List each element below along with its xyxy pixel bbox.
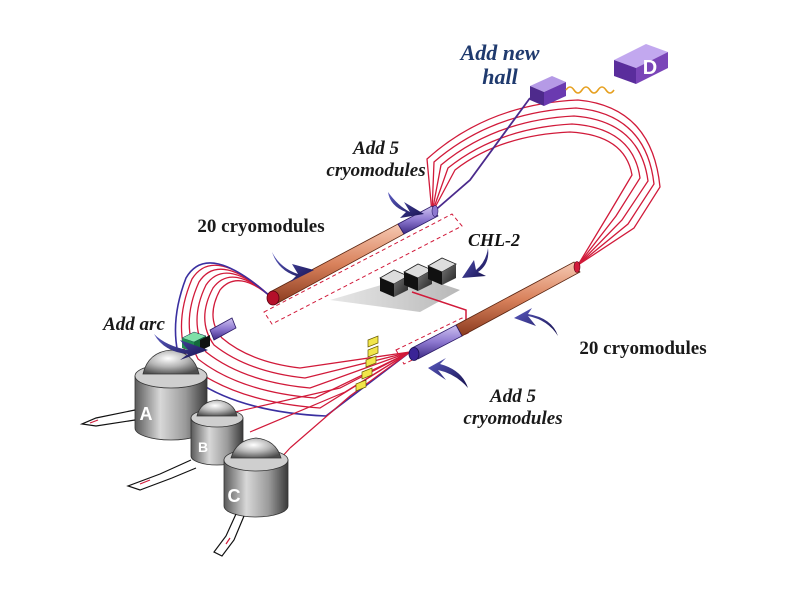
hall-d-tagger — [530, 76, 566, 106]
arrow-add5-bottom — [428, 358, 468, 388]
hall-b-label: B — [198, 439, 208, 455]
west-recirculation-arcs — [180, 264, 411, 409]
south-linac-upgrade-region — [395, 317, 471, 365]
hall-b-dump — [126, 459, 197, 491]
label-add5-top-line2: cryomodules — [326, 160, 425, 181]
label-chl2: CHL-2 — [468, 230, 520, 250]
hall-c: C — [213, 437, 289, 557]
arrow-cryo20-left — [272, 252, 314, 282]
hall-d-label: D — [643, 57, 657, 79]
hall-c-dump — [213, 513, 245, 557]
label-add-new-hall-line1: Add new — [459, 40, 540, 65]
hall-a-label: A — [140, 404, 153, 424]
injector-tube — [209, 317, 237, 341]
north-linac-upgrade-region — [263, 213, 463, 325]
south-linac-cap — [573, 261, 581, 273]
north-linac-end — [266, 290, 280, 306]
label-add5-bottom-line1: Add 5 — [489, 386, 536, 407]
chl2-building — [379, 257, 467, 328]
hall-b: B — [126, 399, 244, 491]
new-arc-beamline — [174, 262, 411, 417]
hall-d-beamline — [431, 97, 531, 214]
arrow-add-arc — [154, 334, 208, 360]
north-linac — [266, 205, 439, 306]
chl2-box-3 — [427, 257, 457, 285]
label-add5-bottom-line2: cryomodules — [463, 408, 562, 429]
hall-d-building: D — [614, 44, 668, 84]
arrow-add5-top — [388, 192, 424, 218]
label-add-new-hall-line2: hall — [482, 64, 518, 89]
north-linac-cap — [431, 205, 439, 217]
label-add-arc: Add arc — [102, 314, 165, 335]
south-linac-end — [408, 347, 420, 361]
hall-d-group: D — [530, 44, 668, 106]
hall-a: A — [79, 349, 208, 441]
label-cryo20-left: 20 cryomodules — [197, 216, 324, 237]
arrow-cryo20-right — [514, 308, 558, 336]
spreader-magnets — [355, 335, 379, 392]
label-add5-top-line1: Add 5 — [352, 138, 399, 159]
arrow-chl2 — [462, 248, 489, 278]
hall-a-dump — [79, 409, 136, 427]
east-recirculation-arcs — [426, 99, 661, 266]
south-linac — [408, 261, 581, 361]
label-cryo20-right: 20 cryomodules — [579, 338, 706, 359]
hall-d-photon-line — [565, 86, 615, 94]
hall-c-label: C — [228, 486, 241, 506]
